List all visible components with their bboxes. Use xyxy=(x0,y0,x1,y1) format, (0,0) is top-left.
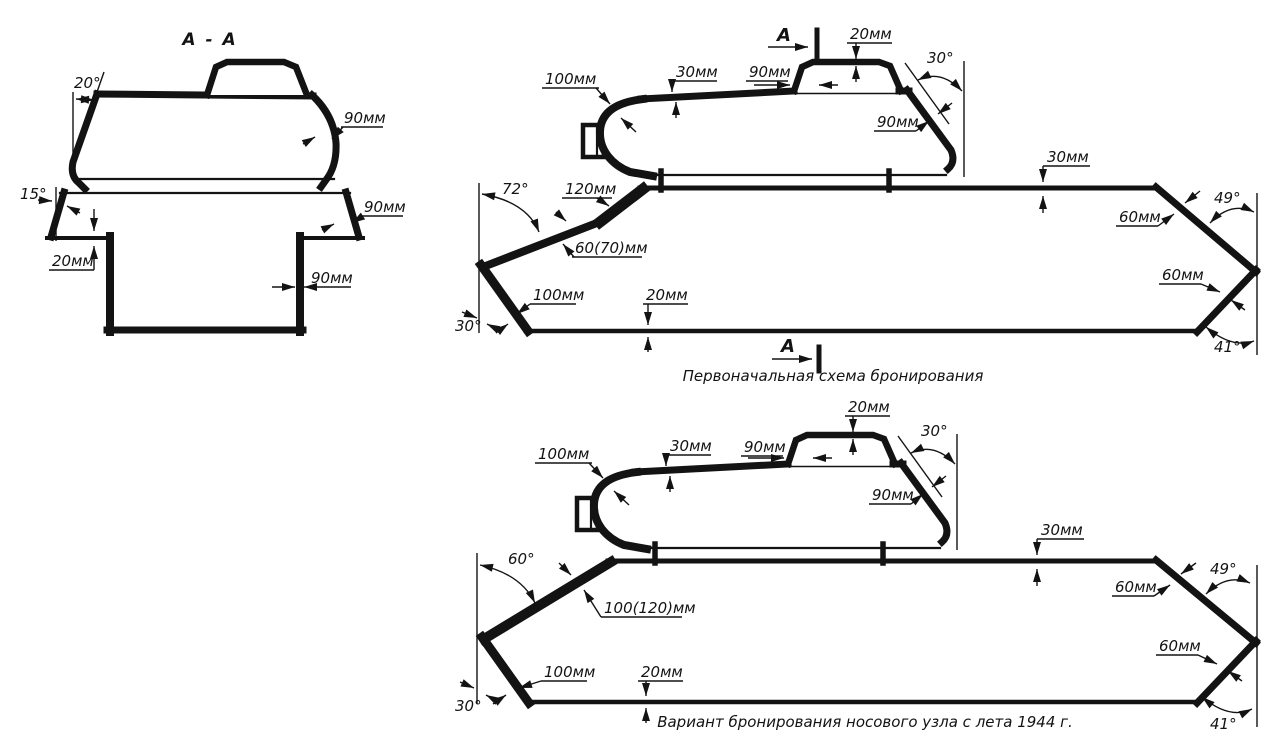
dim-initial-cupola-side: 90мм xyxy=(746,63,838,89)
section-title: A - A xyxy=(180,30,237,50)
section-turret-outline xyxy=(68,58,340,194)
dim-variant-belly: 20мм xyxy=(638,663,683,723)
dim-initial-turret-roof: 30мм xyxy=(668,63,718,118)
variant-cupola-side-label: 90мм xyxy=(744,438,786,456)
dim-variant-turret-front: 100мм xyxy=(535,445,630,506)
section-cut-mark-bottom: A xyxy=(772,336,822,374)
variant-scheme-caption: Вариант бронирования носового узла с лет… xyxy=(657,713,1073,731)
hull-shelf-label: 20мм xyxy=(52,252,94,270)
initial-turret-roof-label: 30мм xyxy=(676,63,718,81)
initial-cupola-roof-label: 20мм xyxy=(850,25,892,43)
initial-engine-roof-label: 30мм xyxy=(1047,148,1089,166)
dim-hull-slope-angle: 15° xyxy=(20,185,81,241)
variant-rear-lower-label: 60мм xyxy=(1159,637,1201,655)
dim-initial-upper-glacis: 60(70)мм xyxy=(562,239,648,258)
dim-variant-rear-upper: 60мм xyxy=(1112,562,1197,597)
initial-cupola-side-label: 90мм xyxy=(749,63,791,81)
section-view-aa: A - A 20° 90мм xyxy=(20,30,406,336)
dim-initial-turret-rear-angle: 30° xyxy=(904,49,965,177)
dim-variant-upper-glacis: 100(120)мм xyxy=(558,562,696,618)
dim-initial-rear-lower: 60мм xyxy=(1159,266,1246,311)
hull-slope-label: 90мм xyxy=(364,198,406,216)
section-letter-bottom: A xyxy=(779,336,795,357)
variant-rear-upper-label: 60мм xyxy=(1115,578,1157,596)
dim-initial-turret-front: 100мм xyxy=(542,70,637,133)
dim-initial-nose-angle: 30° xyxy=(455,309,501,335)
initial-turret-rear-label: 90мм xyxy=(877,113,919,131)
initial-lower-nose-label: 100мм xyxy=(533,286,584,304)
turret-side-label: 90мм xyxy=(344,109,386,127)
initial-turret-rear-angle-label: 30° xyxy=(927,49,954,67)
hull-side-label: 90мм xyxy=(311,269,353,287)
dim-variant-turret-rear-angle: 30° xyxy=(897,422,958,550)
hull-slope-angle-label: 15° xyxy=(20,185,47,203)
variant-engine-roof-label: 30мм xyxy=(1041,521,1083,539)
variant-hull-outline xyxy=(475,555,1261,710)
dim-hull-shelf: 20мм xyxy=(49,209,98,271)
dim-initial-cupola-roof: 20мм xyxy=(847,25,892,82)
initial-turret-front-label: 100мм xyxy=(545,70,596,88)
dim-turret-roof-angle: 20° xyxy=(72,71,105,163)
initial-upper-glacis-label: 60(70)мм xyxy=(575,239,648,257)
initial-rear-upper-angle-label: 49° xyxy=(1214,189,1241,207)
variant-upper-glacis-label: 100(120)мм xyxy=(604,599,696,617)
dim-initial-belly: 20мм xyxy=(643,286,688,352)
dim-variant-turret-rear: 90мм xyxy=(869,475,947,506)
dim-initial-turret-rear: 90мм xyxy=(874,102,953,133)
variant-lower-nose-label: 100мм xyxy=(544,663,595,681)
dim-hull-side: 90мм xyxy=(272,269,353,291)
dim-initial-rear-upper-angle: 49° xyxy=(1209,189,1258,355)
variant-rear-upper-angle-label: 49° xyxy=(1210,560,1237,578)
variant-turret-rear-label: 90мм xyxy=(872,486,914,504)
turret-roof-angle-label: 20° xyxy=(74,74,101,92)
dim-variant-turret-roof: 30мм xyxy=(662,437,712,492)
variant-scheme-view: 100мм 30мм 90мм 20мм 30° xyxy=(455,398,1261,733)
dim-variant-glacis-angle: 60° xyxy=(476,550,536,704)
section-cut-mark-top: A xyxy=(768,25,820,60)
dim-hull-slope: 90мм xyxy=(320,198,406,234)
dim-variant-rear-upper-angle: 49° xyxy=(1205,560,1258,727)
variant-belly-label: 20мм xyxy=(641,663,683,681)
dim-variant-nose-angle: 30° xyxy=(455,679,500,715)
initial-nose-angle-label: 30° xyxy=(455,317,482,335)
variant-turret-rear-angle-label: 30° xyxy=(921,422,948,440)
initial-hull-outline xyxy=(474,181,1261,338)
initial-scheme-view: A A 100мм 30мм 90мм 2 xyxy=(455,25,1261,385)
dim-variant-cupola-roof: 20мм xyxy=(845,398,890,455)
dim-variant-lower-nose: 100мм xyxy=(492,663,595,706)
initial-rear-lower-label: 60мм xyxy=(1162,266,1204,284)
dim-initial-rear-upper: 60мм xyxy=(1116,190,1201,227)
initial-rear-upper-label: 60мм xyxy=(1119,208,1161,226)
dim-initial-hatch-plate: 120мм xyxy=(553,180,616,222)
variant-turret-front-label: 100мм xyxy=(538,445,589,463)
dim-initial-lower-nose: 100мм xyxy=(495,286,584,335)
variant-glacis-angle-label: 60° xyxy=(508,550,535,568)
variant-nose-angle-label: 30° xyxy=(455,697,482,715)
dim-initial-glacis-angle: 72° xyxy=(478,180,540,333)
initial-belly-label: 20мм xyxy=(646,286,688,304)
dim-initial-engine-roof: 30мм xyxy=(1039,148,1090,213)
variant-turret-outline xyxy=(574,431,951,566)
dim-initial-rear-lower-angle: 41° xyxy=(1205,326,1255,356)
variant-turret-roof-label: 30мм xyxy=(670,437,712,455)
section-letter-top: A xyxy=(775,25,791,46)
dim-turret-side: 90мм xyxy=(301,109,386,148)
dim-variant-engine-roof: 30мм xyxy=(1033,521,1084,586)
dim-variant-rear-lower: 60мм xyxy=(1156,637,1243,682)
initial-scheme-caption: Первоначальная схема бронирования xyxy=(683,367,984,385)
dim-variant-rear-lower-angle: 41° xyxy=(1201,696,1253,733)
variant-rear-lower-angle-label: 41° xyxy=(1210,715,1237,733)
dim-variant-cupola-side: 90мм xyxy=(741,438,832,462)
initial-hatch-plate-label: 120мм xyxy=(565,180,616,198)
initial-rear-lower-angle-label: 41° xyxy=(1214,338,1241,356)
variant-cupola-roof-label: 20мм xyxy=(848,398,890,416)
initial-glacis-angle-label: 72° xyxy=(502,180,529,198)
